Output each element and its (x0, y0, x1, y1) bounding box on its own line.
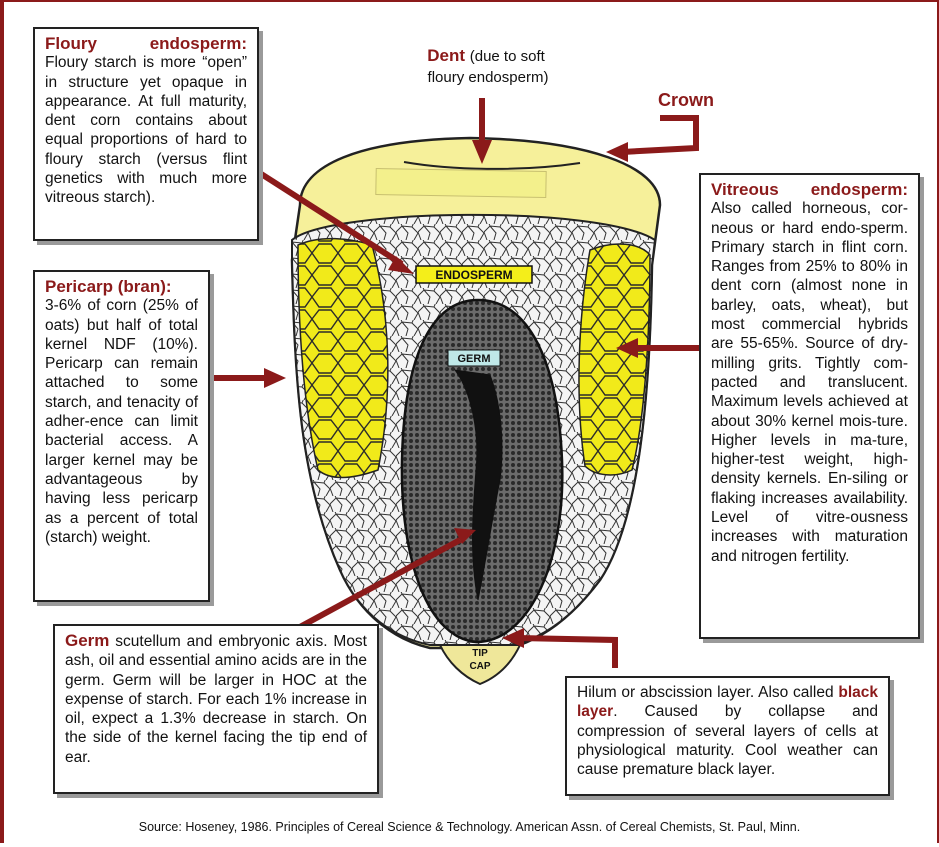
vitreous-endosperm-box: Vitreous endosperm: Also called horneous… (699, 173, 920, 639)
floury-endosperm-title: Floury endosperm: (45, 34, 247, 53)
dent-title-text: Dent (427, 46, 465, 65)
source-citation: Source: Hoseney, 1986. Principles of Cer… (0, 820, 939, 834)
hilum-box: Hilum or abscission layer. Also called b… (565, 676, 890, 796)
dent-note-2: floury endosperm) (408, 69, 568, 86)
vitreous-endosperm-title: Vitreous endosperm: (711, 180, 908, 199)
endosperm-label: ENDOSPERM (435, 268, 512, 282)
germ-label: GERM (458, 353, 491, 365)
germ-title: Germ (65, 631, 109, 650)
vitreous-endosperm-text: Also called horneous, cor-neous or hard … (711, 199, 908, 566)
crown-arrow (622, 118, 696, 152)
germ-text: scutellum and embryonic axis. Most ash, … (65, 633, 367, 766)
crown-label: Crown (658, 90, 714, 111)
pericarp-arrowhead (264, 368, 286, 388)
tip-cap-label-2: CAP (469, 661, 490, 672)
pericarp-title: Pericarp (bran): (45, 277, 198, 296)
floury-endosperm-box: Floury endosperm: Floury starch is more … (33, 27, 259, 241)
tip-cap-label-1: TIP (472, 648, 488, 659)
hilum-text-before: Hilum or abscission layer. Also called (577, 684, 834, 701)
hilum-arrow (518, 638, 615, 668)
pericarp-box: Pericarp (bran): 3-6% of corn (25% of oa… (33, 270, 210, 602)
pericarp-text: 3-6% of corn (25% of oats) but half of t… (45, 296, 198, 547)
hilum-text-after: . Caused by collapse and compression of … (577, 703, 878, 778)
dent-title: Dent (due to soft (416, 46, 556, 66)
germ-box: Germ scutellum and embryonic axis. Most … (53, 624, 379, 794)
dent-patch (376, 169, 546, 198)
floury-endosperm-text: Floury starch is more “open” in structur… (45, 53, 247, 207)
dent-note-1: (due to soft (470, 48, 545, 65)
